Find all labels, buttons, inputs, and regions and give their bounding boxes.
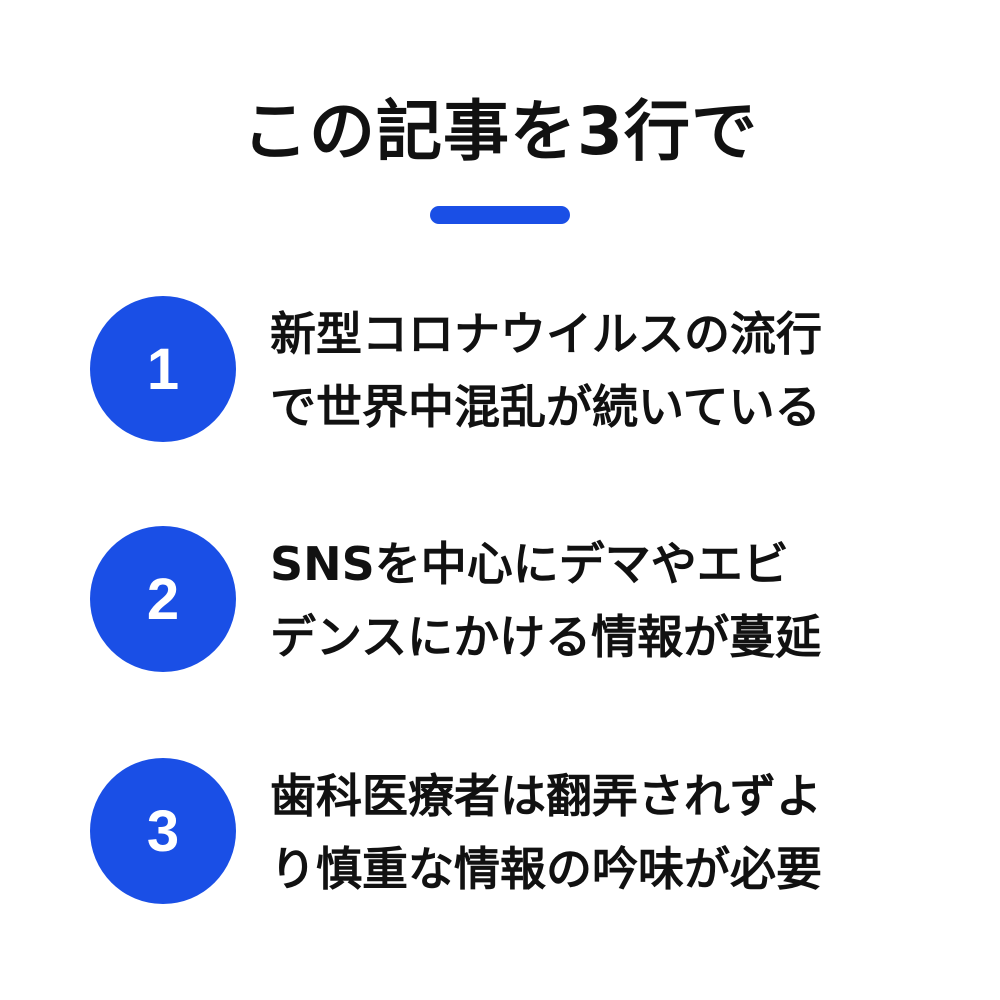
summary-text-3: 歯科医療者は翻弄されずよ り慎重な情報の吟味が必要 xyxy=(270,760,930,906)
summary-item-2: 2 SNSを中心にデマやエビ デンスにかける情報が蔓延 xyxy=(90,526,970,676)
summary-text-2-line-1: SNSを中心にデマやエビ xyxy=(270,537,789,591)
page-title: この記事を3行で xyxy=(242,93,758,170)
summary-text-1-line-1: 新型コロナウイルスの流行 xyxy=(270,307,822,361)
summary-text-3-line-2: り慎重な情報の吟味が必要 xyxy=(270,842,822,896)
summary-text-3-line-1: 歯科医療者は翻弄されずよ xyxy=(270,769,822,823)
summary-item-1: 1 新型コロナウイルスの流行 で世界中混乱が続いている xyxy=(90,296,970,446)
title-underline xyxy=(430,206,570,224)
summary-item-3: 3 歯科医療者は翻弄されずよ り慎重な情報の吟味が必要 xyxy=(90,758,970,908)
number-badge-1: 1 xyxy=(90,296,236,442)
summary-text-1: 新型コロナウイルスの流行 で世界中混乱が続いている xyxy=(270,298,930,444)
summary-text-2-line-2: デンスにかける情報が蔓延 xyxy=(270,610,822,664)
summary-text-2: SNSを中心にデマやエビ デンスにかける情報が蔓延 xyxy=(270,528,930,674)
summary-text-1-line-2: で世界中混乱が続いている xyxy=(270,380,821,434)
number-badge-3: 3 xyxy=(90,758,236,904)
number-badge-2: 2 xyxy=(90,526,236,672)
